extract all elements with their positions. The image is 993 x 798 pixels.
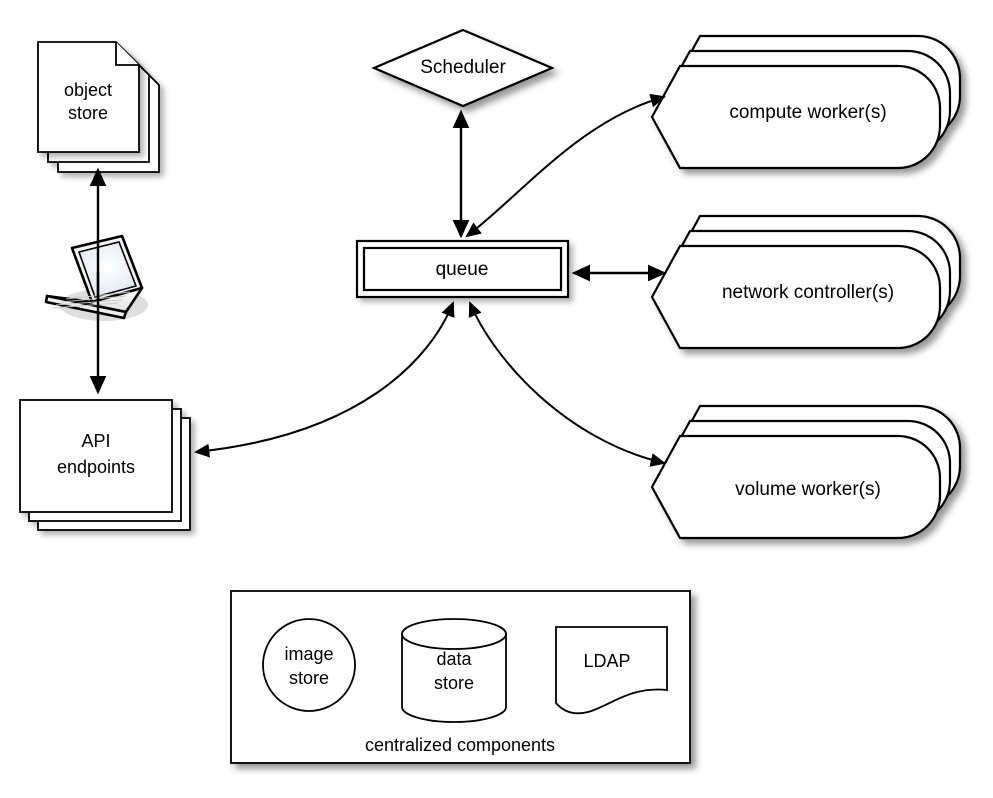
api-endpoints-label-line1: API bbox=[81, 431, 110, 451]
node-volume-worker[interactable]: volume worker(s) bbox=[650, 404, 962, 540]
centralized-components-caption: centralized components bbox=[365, 735, 555, 755]
centralized-components-group[interactable]: image store data store LDAP centralized … bbox=[230, 590, 691, 764]
node-queue[interactable]: queue bbox=[355, 239, 570, 299]
centralized-item-data-store[interactable]: data store bbox=[401, 618, 507, 723]
data-store-label-line1: data bbox=[436, 649, 472, 669]
api-endpoints-label-line2: endpoints bbox=[57, 457, 135, 477]
edge-queue-volume-worker bbox=[468, 301, 666, 467]
queue-label: queue bbox=[436, 259, 489, 280]
network-controller-label: network controller(s) bbox=[722, 282, 894, 303]
node-api-endpoints[interactable]: API endpoints bbox=[19, 399, 191, 531]
centralized-item-image-store[interactable]: image store bbox=[262, 618, 356, 712]
volume-worker-label: volume worker(s) bbox=[735, 479, 881, 500]
node-compute-worker[interactable]: compute worker(s) bbox=[650, 34, 962, 170]
ldap-label: LDAP bbox=[583, 651, 630, 671]
node-network-controller[interactable]: network controller(s) bbox=[650, 214, 962, 350]
node-client-laptop[interactable] bbox=[44, 234, 148, 321]
node-scheduler[interactable]: Scheduler bbox=[371, 28, 555, 108]
edge-queue-api-endpoints bbox=[194, 301, 455, 458]
edge-queue-compute-worker bbox=[465, 93, 666, 238]
data-store-label-line2: store bbox=[434, 673, 474, 693]
compute-worker-label: compute worker(s) bbox=[729, 102, 886, 123]
node-object-store[interactable]: object store bbox=[37, 41, 160, 173]
object-store-label-line2: store bbox=[68, 103, 108, 123]
image-store-label-line2: store bbox=[289, 668, 329, 688]
scheduler-label: Scheduler bbox=[420, 57, 506, 78]
object-store-label-line1: object bbox=[64, 80, 112, 100]
centralized-item-ldap[interactable]: LDAP bbox=[555, 626, 668, 715]
image-store-label-line1: image bbox=[284, 644, 333, 664]
